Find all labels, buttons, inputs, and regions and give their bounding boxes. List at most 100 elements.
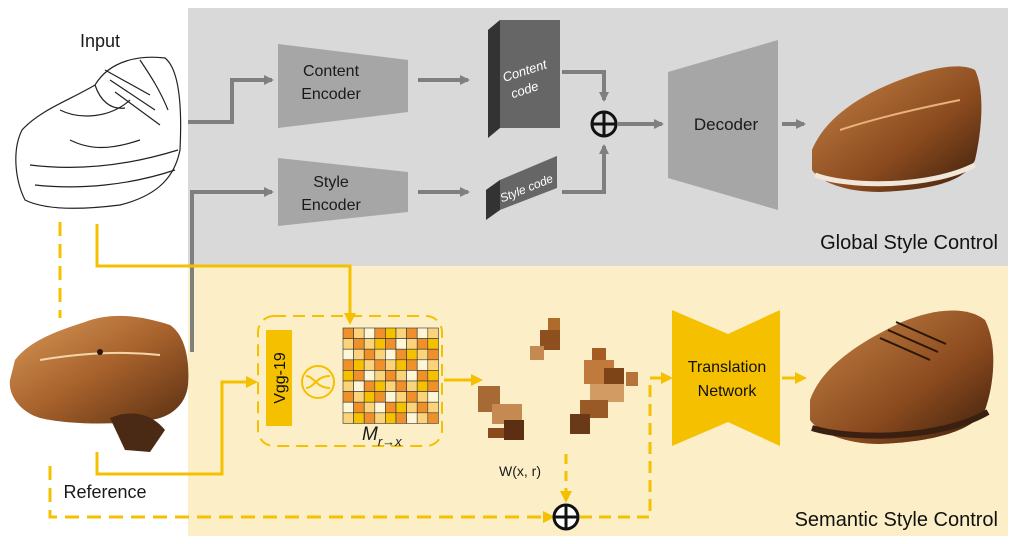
matrix-cell	[353, 412, 365, 424]
matrix-cell	[385, 391, 397, 403]
translation-network-block	[672, 310, 780, 446]
matrix-cell	[395, 338, 407, 350]
matrix-cell	[374, 348, 386, 361]
matrix-cell	[427, 401, 439, 414]
matrix-cell	[427, 412, 439, 424]
matrix-cell	[353, 359, 365, 371]
decoder-label: Decoder	[694, 115, 759, 134]
matrix-cell	[353, 401, 365, 414]
reference-label: Reference	[63, 482, 146, 502]
matrix-cell	[363, 370, 376, 382]
matrix-cell	[395, 348, 407, 361]
bottom-combine-to-translation-dashed	[580, 372, 673, 519]
reference-shoe-image	[9, 315, 189, 452]
matrix-cell	[427, 348, 439, 361]
correlation-module-box	[257, 315, 443, 447]
matrix-label-main: M	[362, 424, 378, 445]
matrix-cell	[416, 338, 429, 350]
matrix-cell	[416, 380, 429, 392]
warped-patches-image	[478, 318, 638, 440]
warp-label: W(x, r)	[499, 463, 541, 479]
matrix-cell	[363, 380, 376, 392]
matrix-cell	[342, 359, 354, 371]
matrix-cell	[427, 370, 439, 382]
matrix-cell	[342, 338, 354, 350]
matrix-cell	[406, 370, 418, 382]
matrix-cell	[353, 380, 365, 392]
matrix-cell	[406, 327, 418, 339]
vgg-block	[266, 330, 292, 426]
matrix-cell	[395, 401, 407, 414]
matrix-cell	[385, 370, 397, 382]
matrix-cell	[406, 380, 418, 392]
matrix-cell	[406, 359, 418, 371]
matrix-cell	[342, 412, 354, 424]
matrix-cell	[353, 327, 365, 339]
content-code-to-combine-arrow	[562, 70, 609, 102]
global-panel-label: Global Style Control	[820, 232, 998, 254]
matrix-cell	[406, 401, 418, 414]
matrix-cell	[374, 359, 386, 371]
matrix-cell	[342, 391, 354, 403]
matrix-cell	[374, 391, 386, 403]
matrix-cell	[416, 327, 429, 339]
translation-label-line1: Translation	[688, 359, 767, 376]
matrix-cell	[395, 327, 407, 339]
matrix-cell	[342, 380, 354, 392]
style-encoder-label-line2: Encoder	[301, 197, 361, 214]
matrix-cell	[374, 338, 386, 350]
matrix-cell	[385, 327, 397, 339]
semantic-panel-label: Semantic Style Control	[795, 509, 998, 531]
correlation-matrix	[342, 327, 439, 424]
matrix-cell	[385, 348, 397, 361]
style-encoder-block	[278, 158, 408, 226]
matrix-cell	[395, 380, 407, 392]
matrix-cell	[416, 370, 429, 382]
matrix-cell	[406, 348, 418, 361]
matrix-cell	[342, 348, 354, 361]
correlation-circle-icon	[301, 365, 335, 399]
matrix-cell	[363, 359, 376, 371]
matrix-cell	[416, 401, 429, 414]
matrix-cell	[427, 359, 439, 371]
matrix-cell	[395, 359, 407, 371]
matrix-cell	[374, 401, 386, 414]
decoder-block	[668, 40, 778, 210]
content-encoder-label-line1: Content	[303, 63, 360, 80]
matrix-cell	[416, 359, 429, 371]
reference-to-bottom-combine-dashed	[48, 466, 555, 523]
matrix-cell	[406, 391, 418, 403]
matrix-cell	[374, 327, 386, 339]
matrix-cell	[374, 380, 386, 392]
global-output-shoe-image	[812, 66, 982, 192]
semantic-output-shoe-image	[810, 310, 994, 444]
matrix-cell	[395, 370, 407, 382]
matrix-cell	[427, 380, 439, 392]
input-to-correlation-matrix-arrow	[95, 224, 356, 325]
content-code-block	[488, 20, 560, 138]
matrix-cell	[363, 412, 376, 424]
input-label: Input	[80, 31, 120, 51]
matrix-cell	[363, 348, 376, 361]
matrix-cell	[406, 412, 418, 424]
matrix-cell	[353, 348, 365, 361]
input-sketch-image	[15, 56, 182, 209]
matrix-cell	[353, 391, 365, 403]
matrix-cell	[427, 338, 439, 350]
matrix-cell	[363, 327, 376, 339]
matrix-cell	[406, 338, 418, 350]
matrix-cell	[385, 412, 397, 424]
matrix-cell	[342, 370, 354, 382]
matrix-label: Mr→x	[362, 424, 402, 449]
matrix-cell	[416, 348, 429, 361]
reference-to-style-encoder-arrow	[190, 187, 274, 352]
matrix-cell	[363, 401, 376, 414]
matrix-label-subscript: r→x	[378, 434, 402, 449]
input-to-content-encoder-arrow	[188, 75, 274, 124]
matrix-cell	[353, 370, 365, 382]
translation-label-line2: Network	[698, 383, 758, 400]
style-code-to-combine-arrow	[562, 144, 609, 194]
matrix-cell	[427, 391, 439, 403]
